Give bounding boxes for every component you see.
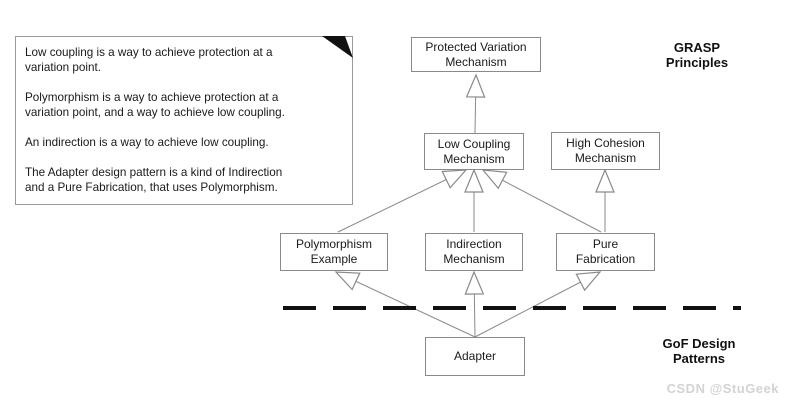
node-low-coupling-mechanism: Low Coupling Mechanism <box>424 133 524 170</box>
grasp-principles-label: GRASP Principles <box>665 40 729 70</box>
edge-purefabrication-lowcoupling <box>481 169 602 233</box>
node-polymorphism-example: Polymorphism Example <box>280 233 388 271</box>
edge-polymorphism-lowcoupling <box>337 169 468 233</box>
node-pure-fabrication: Pure Fabrication <box>556 233 655 271</box>
edge-adapter-purefabrication <box>474 271 602 338</box>
edge-lowcoupling-protectedvariation <box>465 73 486 134</box>
note-paragraph: The Adapter design pattern is a kind of … <box>25 166 283 194</box>
node-indirection-mechanism: Indirection Mechanism <box>425 233 523 271</box>
csdn-watermark: CSDN @StuGeek <box>666 381 779 396</box>
node-adapter: Adapter <box>425 337 525 376</box>
node-protected-variation-mechanism: Protected Variation Mechanism <box>411 37 541 72</box>
note-paragraph: Polymorphism is a way to achieve protect… <box>25 91 285 119</box>
node-high-cohesion-mechanism: High Cohesion Mechanism <box>551 132 660 170</box>
edge-adapter-indirection <box>464 270 485 338</box>
note-paragraph: Low coupling is a way to achieve protect… <box>25 46 273 74</box>
note-paragraph: An indirection is a way to achieve low c… <box>25 136 269 149</box>
note-box: Low coupling is a way to achieve protect… <box>15 36 353 205</box>
edge-adapter-polymorphism <box>334 271 476 338</box>
gof-design-patterns-label: GoF Design Patterns <box>662 336 736 366</box>
